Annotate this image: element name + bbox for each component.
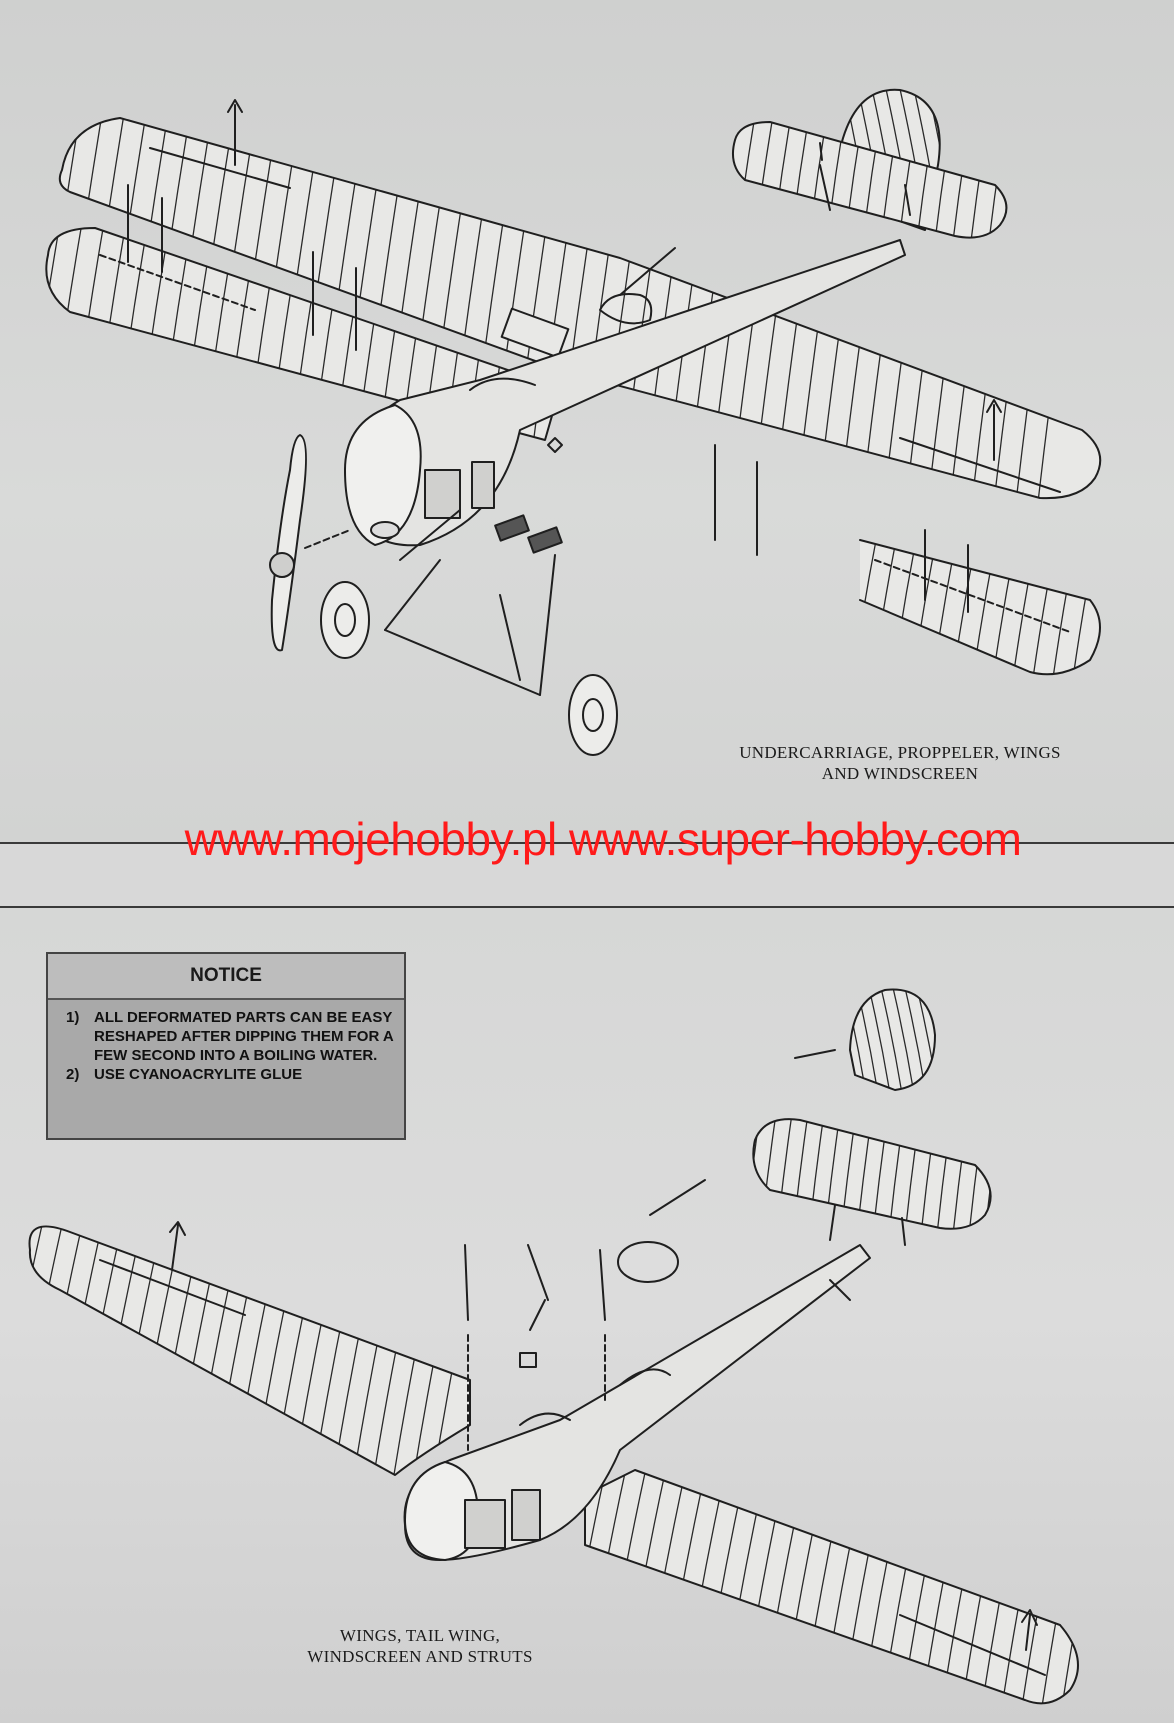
notice-title: NOTICE bbox=[48, 954, 404, 1000]
fold-divider-bottom bbox=[0, 906, 1174, 908]
notice-item-text: USE CYANOACRYLITE GLUE bbox=[94, 1066, 303, 1083]
bottom-caption: WINGS, TAIL WING, WINDSCREEN AND STRUTS bbox=[270, 1625, 570, 1667]
notice-item-number: 1) bbox=[66, 1009, 80, 1026]
notice-item-text: ALL DEFORMATED PARTS CAN BE EASY RESHAPE… bbox=[94, 1009, 394, 1064]
bottom-caption-line-2: WINDSCREEN AND STRUTS bbox=[307, 1647, 533, 1666]
notice-body: 1) ALL DEFORMATED PARTS CAN BE EASY RESH… bbox=[48, 1000, 404, 1084]
top-caption-line-1: UNDERCARRIAGE, PROPPELER, WINGS bbox=[739, 743, 1061, 762]
bottom-caption-line-1: WINGS, TAIL WING, bbox=[339, 1626, 501, 1645]
top-caption-line-2: AND WINDSCREEN bbox=[821, 764, 979, 783]
top-caption: UNDERCARRIAGE, PROPPELER, WINGS AND WIND… bbox=[700, 742, 1100, 784]
biplane-assembly-drawing bbox=[45, 88, 1102, 756]
notice-item: 1) ALL DEFORMATED PARTS CAN BE EASY RESH… bbox=[66, 1008, 394, 1065]
fold-divider-top bbox=[0, 842, 1174, 844]
notice-item: 2) USE CYANOACRYLITE GLUE bbox=[66, 1065, 394, 1084]
watermark-text: www.mojehobby.pl www.super-hobby.com bbox=[184, 813, 1022, 865]
notice-box: NOTICE 1) ALL DEFORMATED PARTS CAN BE EA… bbox=[46, 952, 406, 1140]
notice-item-number: 2) bbox=[66, 1066, 80, 1083]
